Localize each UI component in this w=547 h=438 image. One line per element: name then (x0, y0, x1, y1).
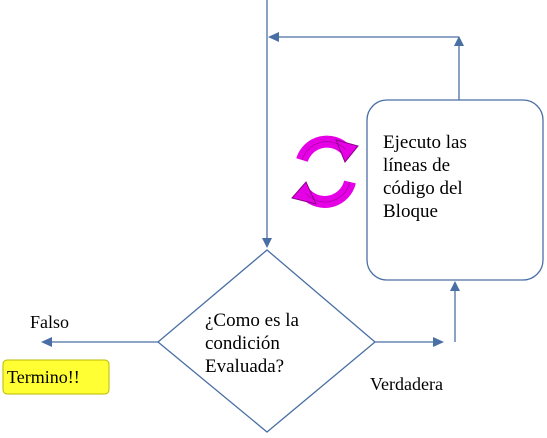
true-branch-arrowhead-right (433, 337, 444, 347)
svg-text:Bloque: Bloque (383, 201, 438, 222)
svg-text:Ejecuto las: Ejecuto las (383, 132, 467, 153)
process-box (366, 99, 544, 281)
true-branch-arrowhead-up (450, 281, 460, 291)
svg-text:código del: código del (383, 178, 463, 199)
true-label: Verdadera (370, 374, 443, 394)
svg-text:líneas de: líneas de (383, 155, 450, 176)
svg-text:Evaluada?: Evaluada? (205, 356, 284, 377)
entry-arrowhead (262, 238, 272, 248)
terminal-box (2, 359, 110, 395)
process-text-line-2: líneas de (383, 155, 450, 176)
process-text-line-4: Bloque (383, 201, 438, 222)
decision-text-line-3: Evaluada? (205, 356, 284, 377)
refresh-cycle-icon (291, 135, 359, 208)
loop-back-arrowhead (268, 32, 279, 42)
decision-text-line-1: ¿Como es la (205, 310, 299, 331)
process-text-line-3: código del (383, 178, 463, 199)
terminal-text: Termino!! (7, 367, 80, 387)
decision-text-line-2: condición (205, 333, 280, 354)
svg-text:condición: condición (205, 333, 280, 354)
process-text-line-1: Ejecuto las (383, 132, 467, 153)
svg-text:¿Como es la: ¿Como es la (205, 310, 299, 331)
false-label: Falso (30, 312, 69, 332)
false-branch-arrowhead (41, 337, 52, 347)
decision-diamond (156, 249, 377, 433)
loop-up-arrowhead (454, 36, 464, 46)
